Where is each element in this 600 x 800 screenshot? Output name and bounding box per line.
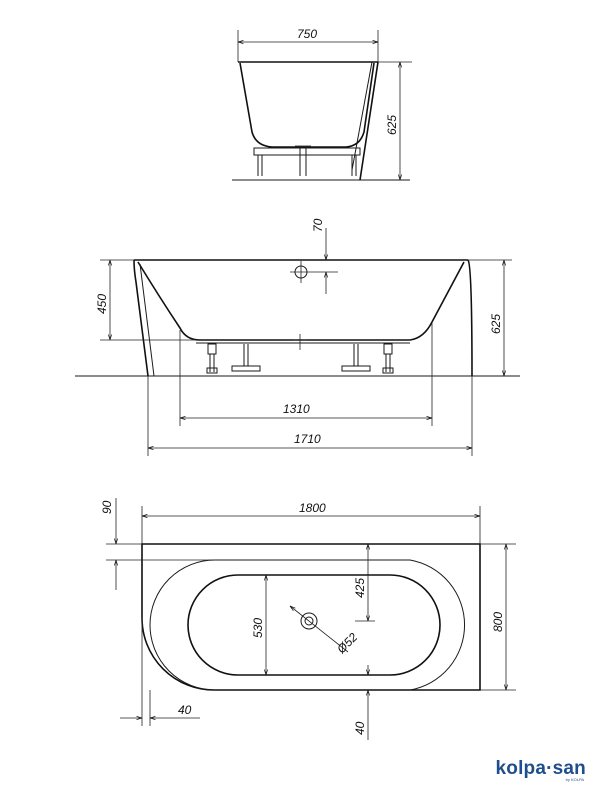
basin-offset-dim: 425 (353, 578, 367, 598)
left-offset-dim: 40 (178, 703, 192, 717)
base-length-dim: 1710 (294, 432, 321, 446)
brand-name: kolpa·san (495, 758, 586, 779)
length-dim: 1800 (299, 501, 326, 515)
side-width-dim: 750 (297, 27, 317, 41)
top-view: 90 1800 425 530 800 Ø52 40 40 (100, 498, 516, 740)
side-height-dim: 625 (385, 115, 399, 135)
front-height-dim: 625 (489, 314, 503, 334)
rim-dim: 90 (100, 500, 114, 514)
width-dim: 800 (491, 612, 505, 632)
brand-sub: by KOLPA (565, 777, 584, 782)
overflow-dim: 70 (311, 218, 325, 232)
bottom-offset-dim: 40 (353, 721, 367, 735)
inner-length-dim: 1310 (283, 402, 310, 416)
basin-width-dim: 530 (251, 618, 265, 638)
brand-logo: kolpa·san by KOLPA (496, 758, 587, 782)
drain-icon (300, 612, 318, 630)
rim-depth-dim: 450 (95, 294, 109, 314)
front-view: 70 450 625 1310 1710 (75, 218, 520, 456)
drain-dim: Ø52 (334, 630, 361, 657)
side-view: 750 625 (232, 27, 412, 181)
